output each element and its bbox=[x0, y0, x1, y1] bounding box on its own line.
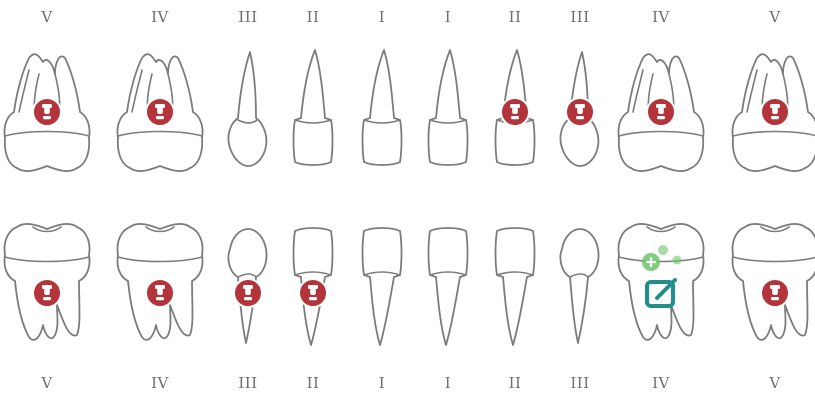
lower-tooth[interactable] bbox=[429, 228, 468, 345]
tooth-number-label: IV bbox=[631, 374, 691, 392]
lower-tooth[interactable] bbox=[496, 228, 535, 345]
tooth-number-label: II bbox=[283, 8, 343, 26]
exclamation-badge-icon[interactable] bbox=[299, 279, 327, 307]
tooth-number-label: I bbox=[418, 8, 478, 26]
exclamation-badge-icon[interactable] bbox=[761, 279, 789, 307]
tooth-number-label: V bbox=[745, 374, 805, 392]
exclamation-badge-icon[interactable] bbox=[761, 98, 789, 126]
tooth-outline bbox=[363, 228, 402, 345]
exclamation-badge-icon[interactable] bbox=[501, 98, 529, 126]
lower-tooth[interactable] bbox=[560, 229, 598, 343]
tooth-outline bbox=[496, 228, 535, 345]
tooth-number-label: III bbox=[550, 8, 610, 26]
tooth-outline bbox=[228, 52, 266, 166]
tooth-number-label: I bbox=[352, 374, 412, 392]
exclamation-badge-icon[interactable] bbox=[566, 98, 594, 126]
exclamation-badge-icon[interactable] bbox=[33, 279, 61, 307]
tooth-outline bbox=[363, 50, 402, 165]
tooth-outline bbox=[294, 50, 333, 165]
exclamation-badge-icon[interactable] bbox=[234, 279, 262, 307]
tooth-number-label: IV bbox=[130, 8, 190, 26]
tooth-outline bbox=[560, 229, 598, 343]
tooth-outline bbox=[429, 50, 468, 165]
tooth-number-label: III bbox=[218, 374, 278, 392]
lower-tooth[interactable] bbox=[363, 228, 402, 345]
tooth-number-label: V bbox=[17, 8, 77, 26]
upper-tooth[interactable] bbox=[363, 50, 402, 165]
upper-tooth[interactable] bbox=[429, 50, 468, 165]
tooth-number-label: IV bbox=[631, 8, 691, 26]
tooth-number-label: III bbox=[550, 374, 610, 392]
upper-tooth[interactable] bbox=[294, 50, 333, 165]
upper-tooth[interactable] bbox=[228, 52, 266, 166]
tooth-number-label: V bbox=[745, 8, 805, 26]
tooth-number-label: II bbox=[485, 8, 545, 26]
tooth-number-label: V bbox=[17, 374, 77, 392]
tooth-number-label: I bbox=[418, 374, 478, 392]
tooth-number-label: IV bbox=[130, 374, 190, 392]
exclamation-badge-icon[interactable] bbox=[146, 279, 174, 307]
exclamation-badge-icon[interactable] bbox=[146, 98, 174, 126]
tooth-outline bbox=[429, 228, 468, 345]
tooth-number-label: III bbox=[218, 8, 278, 26]
tooth-number-label: II bbox=[485, 374, 545, 392]
exclamation-badge-icon[interactable] bbox=[647, 98, 675, 126]
exclamation-badge-icon[interactable] bbox=[33, 98, 61, 126]
tooth-number-label: II bbox=[283, 374, 343, 392]
tooth-number-label: I bbox=[352, 8, 412, 26]
